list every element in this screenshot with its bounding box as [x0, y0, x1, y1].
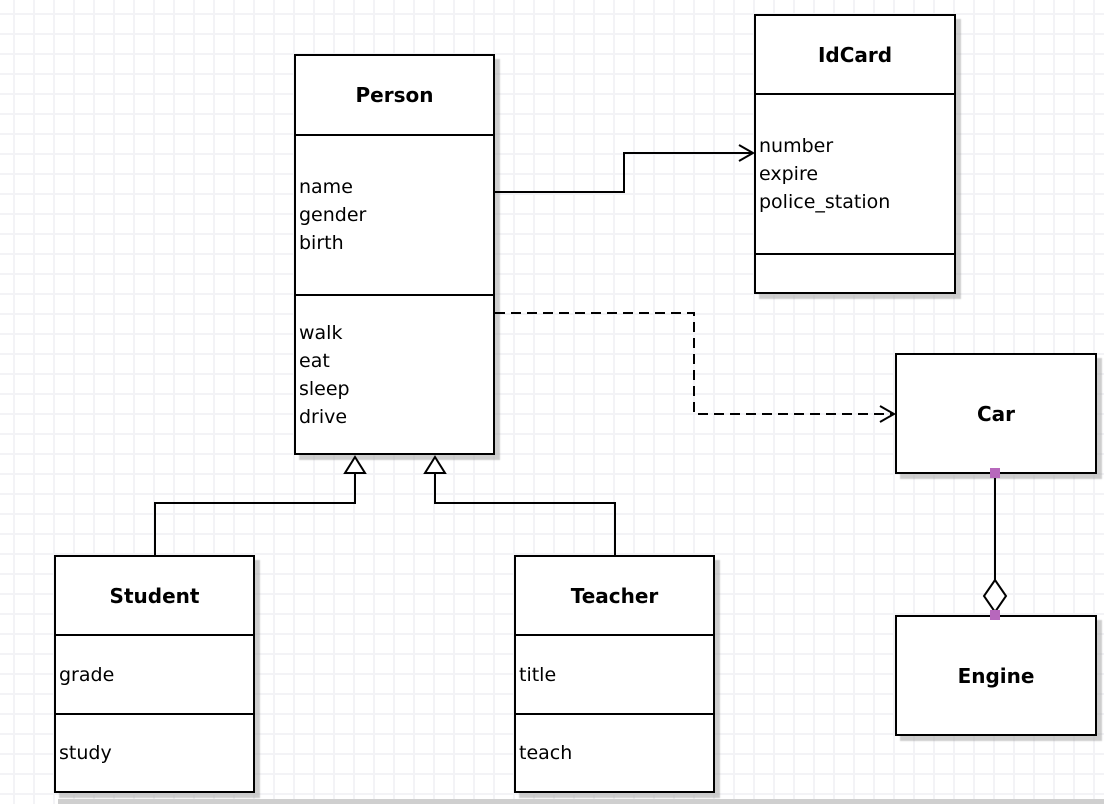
class-box-teacher[interactable]: Teacher title teach: [514, 555, 715, 793]
connector-student-person[interactable]: [154, 455, 367, 555]
connector-person-car[interactable]: [495, 312, 897, 423]
class-box-person[interactable]: Person name gender birth walk eat sleep …: [294, 54, 495, 455]
class-title: IdCard: [817, 42, 893, 67]
canvas-bottom-edge-shadow: [58, 799, 1104, 804]
person-methods-compartment: walk eat sleep drive: [296, 294, 493, 453]
idcard-methods-compartment: [756, 253, 954, 292]
attribute-item: police_station: [759, 191, 891, 213]
class-title: Engine: [957, 663, 1035, 688]
method-item: study: [59, 742, 112, 764]
open-arrowhead-icon: [879, 405, 897, 423]
teacher-methods-compartment: teach: [516, 713, 713, 791]
generalization-line[interactable]: [154, 472, 356, 555]
method-item: sleep: [299, 377, 350, 400]
endpoint-handle[interactable]: [990, 610, 1000, 620]
class-title: Person: [355, 83, 434, 107]
teacher-attributes-compartment: title: [516, 634, 713, 713]
person-attributes-compartment: name gender birth: [296, 134, 493, 294]
class-box-car[interactable]: Car: [895, 353, 1097, 474]
attribute-item: grade: [59, 663, 115, 686]
generalization-triangle-icon: [343, 455, 367, 474]
class-title: Teacher: [570, 583, 659, 608]
class-box-idcard[interactable]: IdCard number expire police_station: [754, 14, 956, 294]
method-item: drive: [299, 405, 348, 428]
aggregation-diamond-icon: [982, 578, 1008, 614]
method-item: walk: [299, 321, 343, 344]
attribute-item: title: [519, 663, 557, 686]
class-box-student[interactable]: Student grade study: [54, 555, 255, 793]
generalization-triangle-icon: [423, 455, 447, 474]
method-item: teach: [519, 742, 573, 764]
class-box-engine[interactable]: Engine: [895, 615, 1097, 736]
open-arrowhead-icon: [738, 144, 756, 162]
attribute-item: number: [759, 135, 834, 157]
connector-teacher-person[interactable]: [423, 455, 616, 555]
idcard-attributes-compartment: number expire police_station: [756, 93, 954, 253]
class-title: Student: [109, 583, 200, 608]
attribute-item: birth: [299, 232, 344, 254]
attribute-item: expire: [759, 163, 819, 185]
connector-car-engine[interactable]: [982, 468, 1008, 620]
endpoint-handle[interactable]: [990, 468, 1000, 478]
student-attributes-compartment: grade: [56, 634, 253, 713]
attribute-item: name: [299, 176, 353, 198]
connector-person-idcard[interactable]: [495, 144, 756, 193]
method-item: eat: [299, 349, 330, 372]
dependency-line[interactable]: [495, 312, 892, 415]
student-methods-compartment: study: [56, 713, 253, 791]
attribute-item: gender: [299, 204, 367, 226]
generalization-line[interactable]: [434, 472, 616, 555]
association-line[interactable]: [495, 152, 751, 193]
class-title: Car: [976, 401, 1016, 426]
